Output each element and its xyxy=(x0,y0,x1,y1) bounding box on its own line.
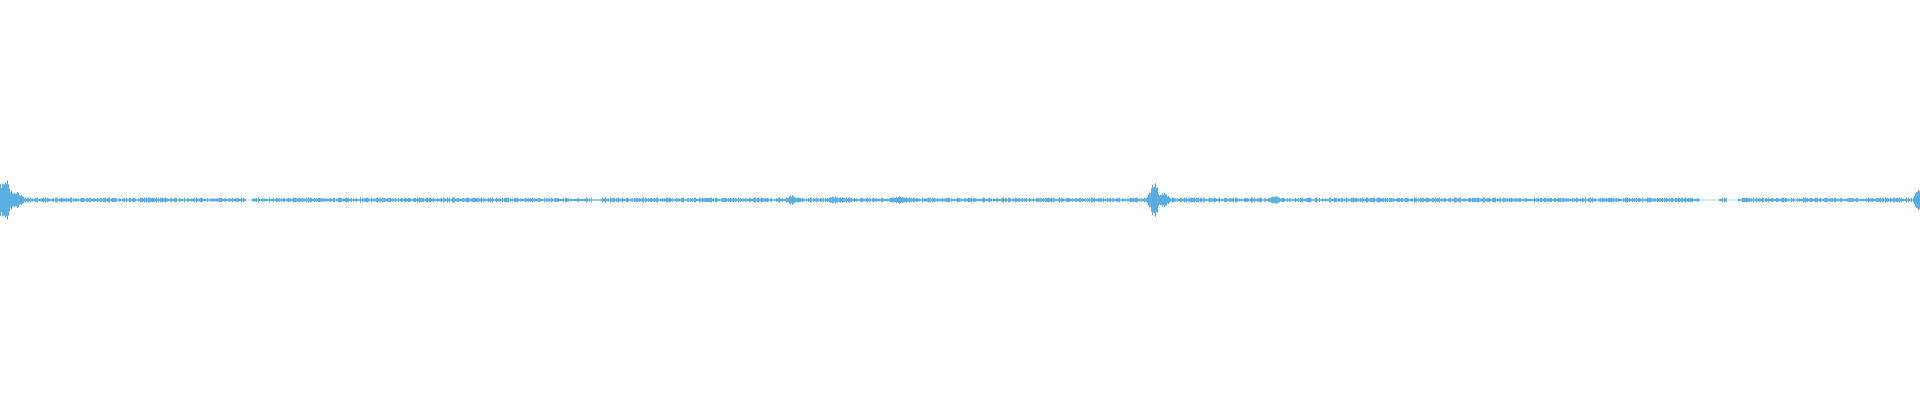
waveform-bars xyxy=(0,180,1920,220)
waveform-path xyxy=(0,180,1920,220)
